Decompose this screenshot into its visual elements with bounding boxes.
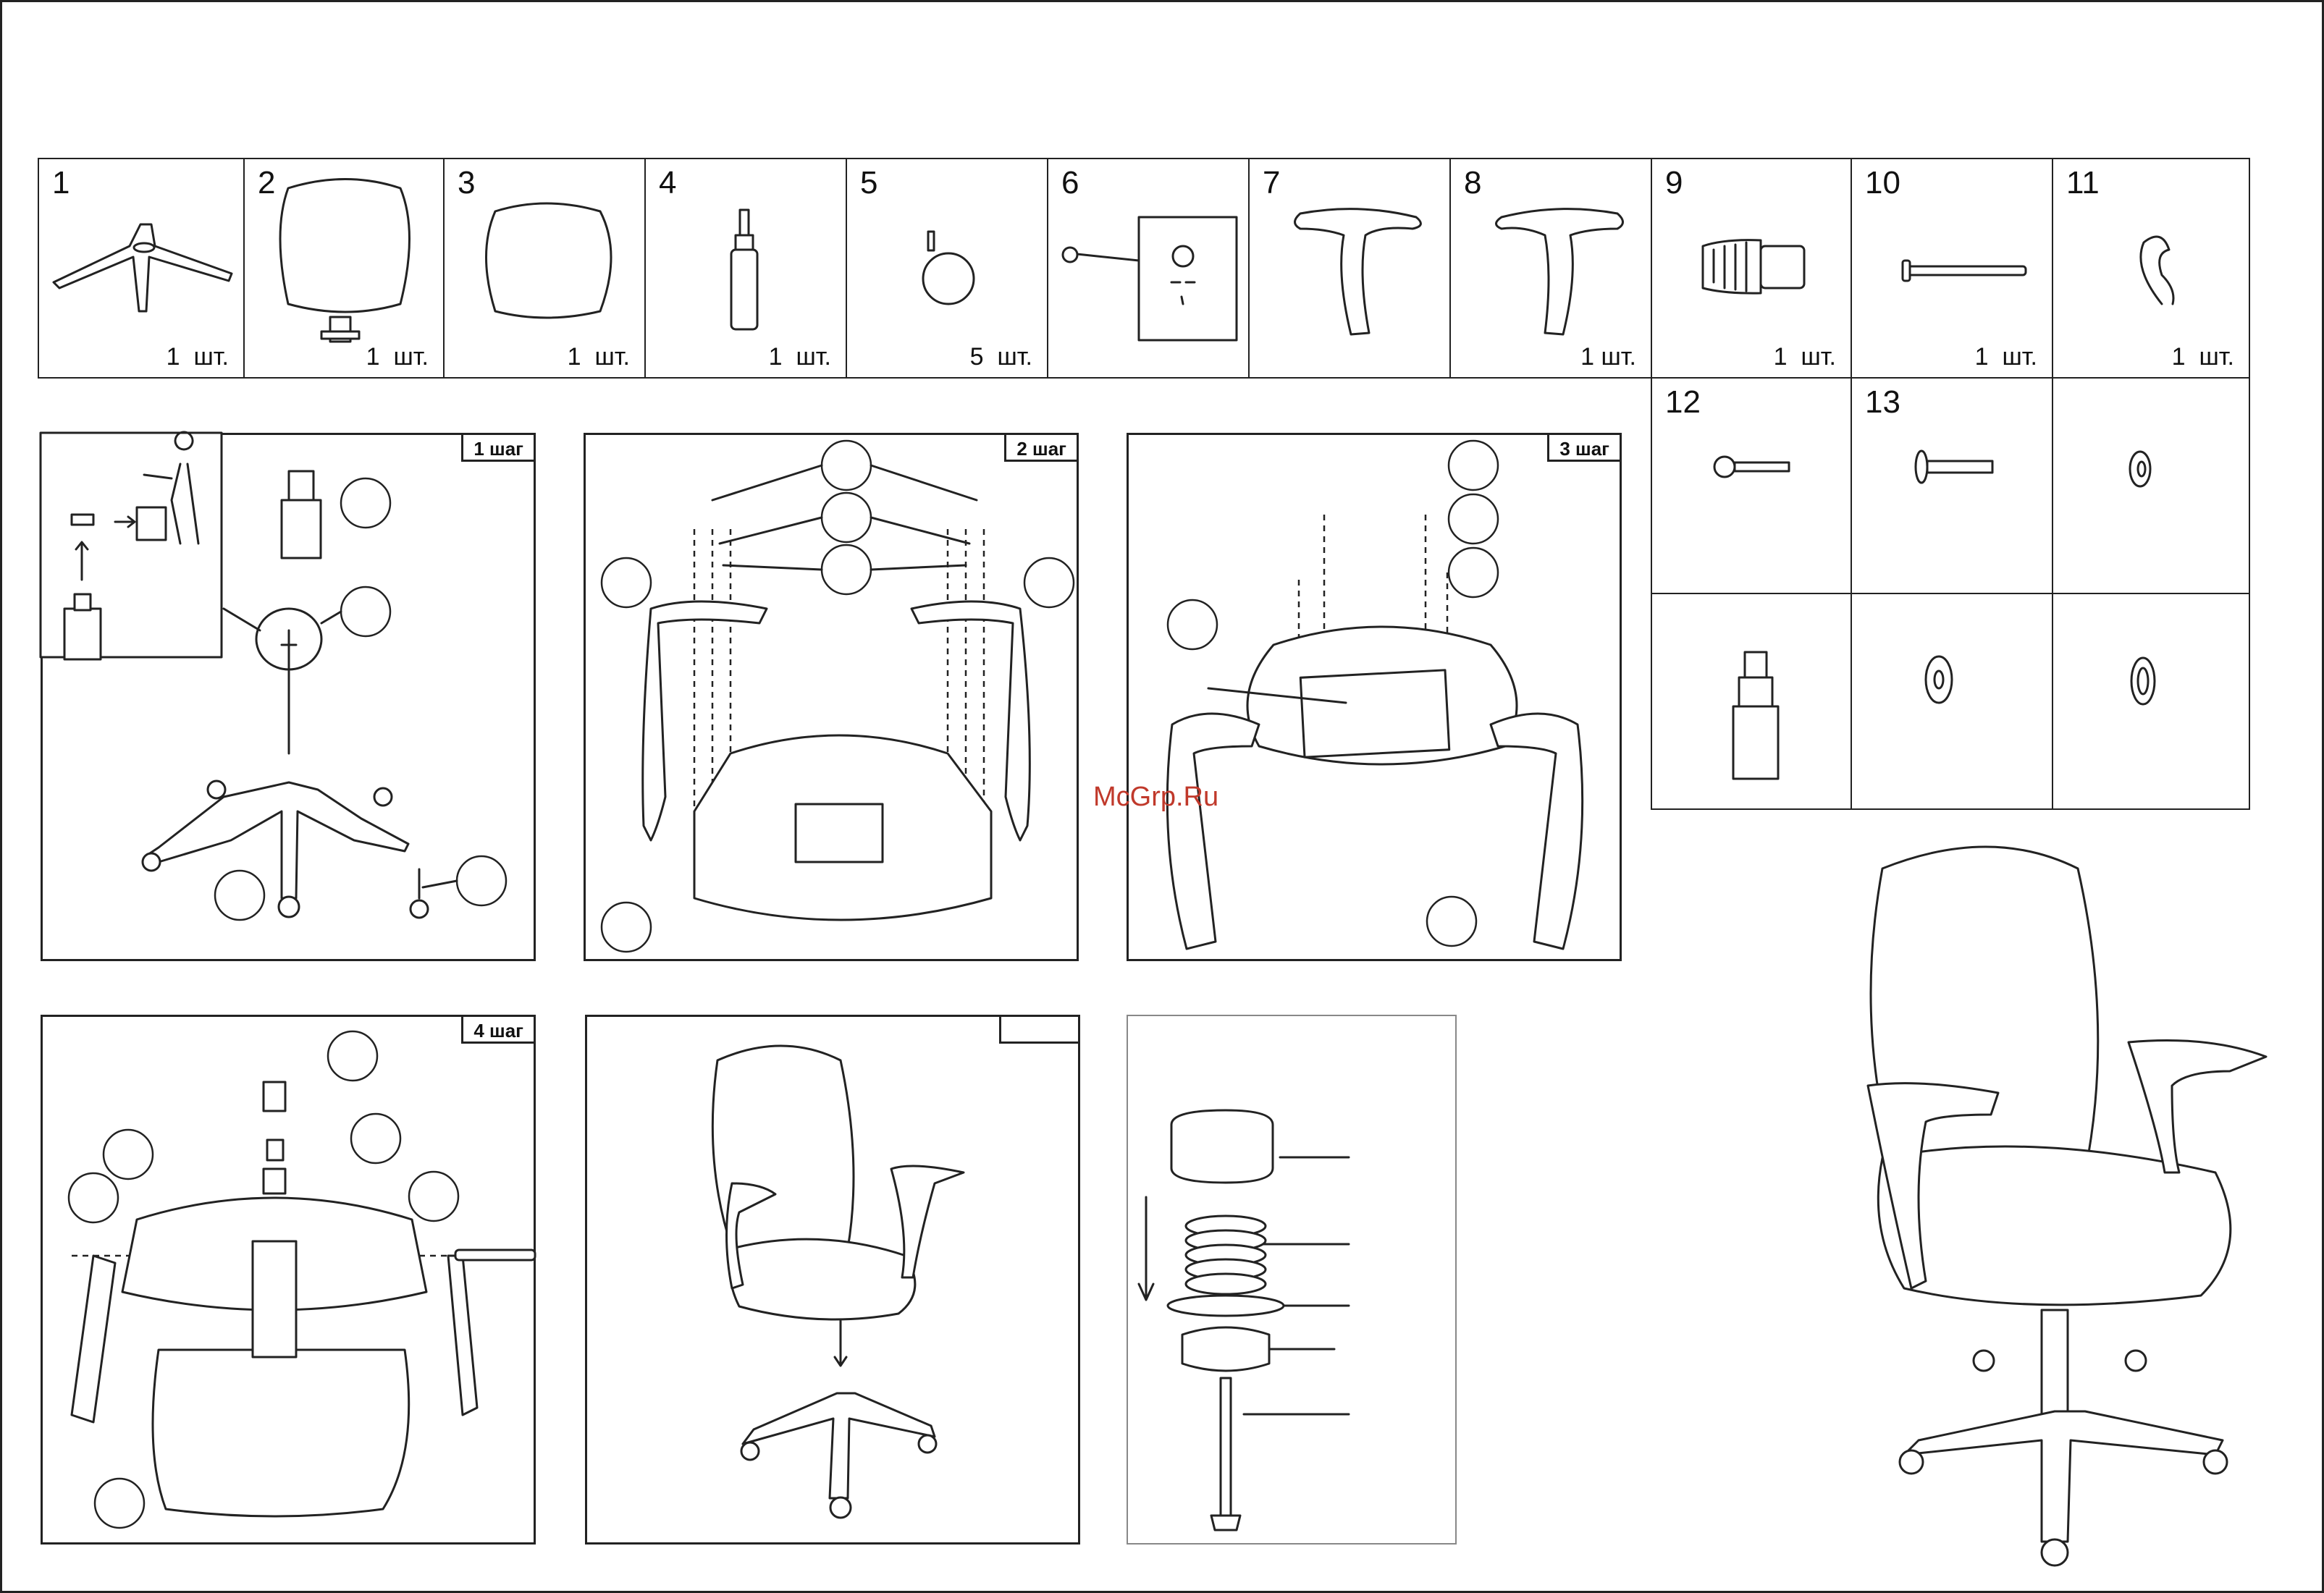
watermark: McGrp.Ru: [1093, 782, 1218, 813]
